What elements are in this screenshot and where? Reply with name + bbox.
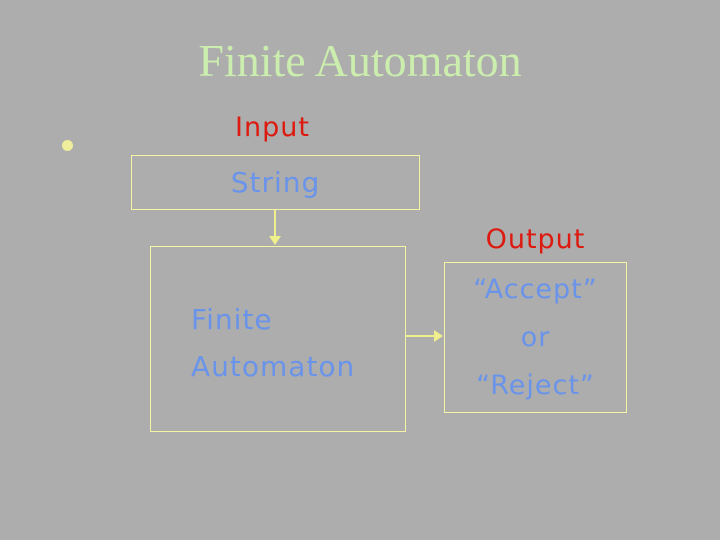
output-box-line1: “Accept” xyxy=(473,273,598,305)
finite-automaton-box-label: Finite Automaton xyxy=(191,296,355,390)
output-box-line2: or xyxy=(520,321,551,353)
input-label: Input xyxy=(235,112,310,143)
output-box-line3: “Reject” xyxy=(476,369,595,401)
string-box: String xyxy=(131,155,420,210)
arrow-right-icon xyxy=(406,335,435,337)
fa-box-line2: Automaton xyxy=(191,350,356,383)
arrow-down-head-icon xyxy=(269,236,281,245)
arrow-down-icon xyxy=(274,210,276,236)
finite-automaton-box: Finite Automaton xyxy=(150,246,406,432)
slide-title: Finite Automaton xyxy=(198,35,522,86)
bullet-icon xyxy=(62,140,73,151)
arrow-right-head-icon xyxy=(434,330,443,342)
output-label: Output xyxy=(485,224,586,255)
string-box-label: String xyxy=(230,166,321,199)
fa-box-line1: Finite xyxy=(191,303,273,336)
output-box: “Accept” or “Reject” xyxy=(444,262,627,413)
